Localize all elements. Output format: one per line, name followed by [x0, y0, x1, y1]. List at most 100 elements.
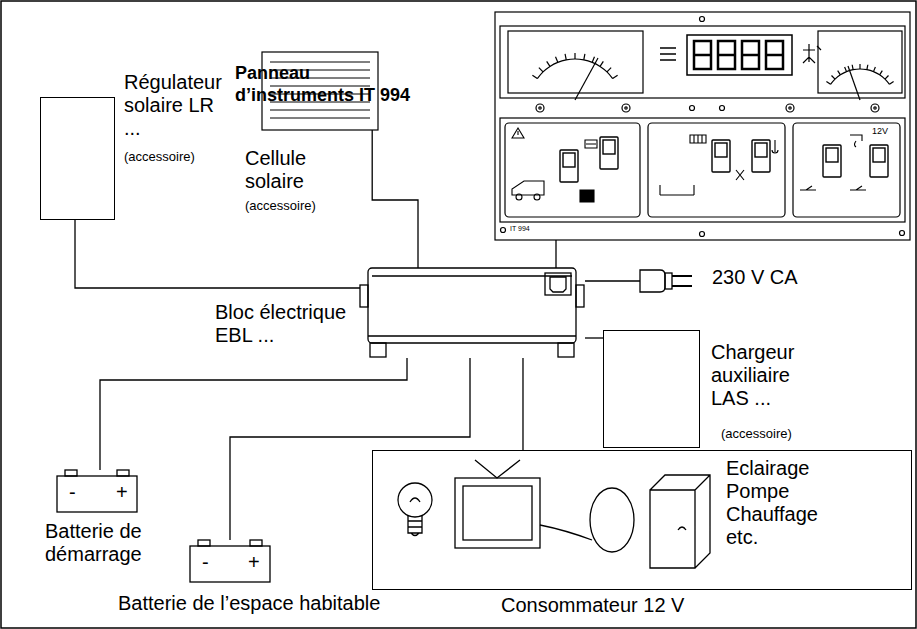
plug-drawing	[665, 273, 672, 289]
display-digits	[742, 41, 759, 69]
rocker-switch	[873, 148, 885, 162]
display-digits	[742, 54, 759, 57]
rocker-switch	[823, 145, 841, 177]
wire	[585, 337, 603, 338]
switch-icons	[534, 194, 540, 200]
display-digits	[766, 41, 783, 69]
volt-meter	[508, 31, 643, 93]
node-label: Batterie de démarrage	[45, 520, 160, 566]
node-note: (accessoire)	[721, 426, 792, 442]
consumer-box: Eclairage Pompe Chauffage etc.Consommate…	[372, 450, 912, 590]
meter-scale	[565, 54, 566, 60]
node-label: 230 V CA	[712, 266, 798, 289]
meter-scale	[537, 59, 612, 79]
mains-plug: 230 V CA	[640, 268, 695, 294]
display-digits	[694, 54, 711, 57]
switch-group	[648, 123, 785, 217]
instrument-panel-drawing	[789, 107, 791, 109]
wire	[585, 280, 640, 281]
instrument-panel-drawing	[700, 17, 705, 22]
meter-scale	[838, 71, 841, 75]
node-label: Bloc électrique EBL ...	[215, 301, 353, 347]
meter-scale	[889, 81, 893, 84]
power-unit-drawing	[368, 268, 576, 343]
instrument-panel-drawing	[871, 104, 879, 112]
switch-icons	[512, 181, 544, 195]
wire	[100, 358, 407, 470]
display-digits	[694, 41, 711, 69]
power-unit-drawing	[576, 285, 584, 307]
ampere-meter	[818, 31, 902, 93]
meter-scale	[600, 61, 603, 66]
wire	[555, 240, 556, 268]
instrument-panel-drawing	[536, 104, 544, 112]
node-label: Régulateur solaire LR ...	[124, 71, 228, 140]
instrument-panel-drawing	[786, 104, 794, 112]
rocker-switch	[560, 137, 888, 182]
instrument-panel-drawing	[539, 107, 541, 109]
display-digits	[718, 41, 735, 69]
meter-scale	[539, 68, 543, 72]
instrument-panel-drawing	[500, 118, 905, 222]
starter-battery-drawing	[57, 476, 137, 512]
meter-scale	[831, 69, 890, 84]
menu-symbol	[660, 48, 676, 60]
cable-loop-icon	[590, 488, 634, 552]
consumer-icons	[463, 486, 532, 540]
starter-battery-drawing	[117, 470, 129, 476]
meter-needle	[575, 58, 598, 100]
power-unit-drawing	[558, 343, 574, 357]
meter-scale	[547, 61, 550, 66]
aux-charger-box: Chargeur auxiliaire LAS ...(accessoire)	[603, 330, 700, 448]
meter-scale	[845, 67, 847, 72]
rocker-switch	[715, 143, 727, 157]
meter-scale	[613, 75, 618, 78]
battery-pole-sign: -	[69, 481, 76, 504]
meter-scale	[852, 65, 854, 70]
meter-scale	[532, 53, 893, 84]
switch-icons	[850, 135, 862, 147]
switch-icons	[660, 185, 694, 195]
switch-icons	[736, 140, 778, 180]
rocker-switch	[563, 153, 575, 167]
tv-icon	[455, 478, 540, 548]
meter-scale	[592, 57, 594, 63]
living-battery-drawing	[190, 546, 270, 582]
heater-icon	[650, 475, 710, 568]
power-unit-drawing	[550, 277, 566, 292]
power-unit-drawing	[370, 343, 386, 357]
starter-battery-drawing	[57, 470, 137, 512]
rocker-switch	[560, 150, 578, 182]
node-note: (accessoire)	[245, 198, 316, 214]
consumer-icons	[398, 460, 710, 568]
instrument-panel-drawing	[690, 106, 695, 111]
switch-icons	[585, 140, 597, 148]
panel-marking: IT 994	[510, 225, 530, 233]
instrument-panel-drawing	[720, 106, 725, 111]
rocker-switch	[870, 145, 888, 177]
wire	[522, 358, 523, 450]
bulb-icon	[398, 483, 432, 517]
wire	[372, 130, 418, 268]
digital-display	[687, 35, 792, 75]
power-unit: Bloc électrique EBL ...	[360, 268, 585, 358]
meter-scale	[584, 54, 585, 60]
switch-group	[793, 123, 900, 217]
display-digits	[694, 41, 783, 69]
living-battery-drawing	[190, 540, 270, 582]
meter-scale	[556, 57, 558, 63]
battery-pole-sign: +	[116, 481, 128, 504]
starter-battery-drawing	[65, 470, 77, 476]
consumer-icons	[540, 525, 592, 540]
instrument-panel-drawing	[495, 12, 910, 240]
instrument-panel: Panneau d’instruments IT 994	[495, 12, 910, 240]
switch-icons	[580, 190, 594, 202]
plug-drawing	[640, 270, 665, 292]
rocker-switch	[752, 140, 770, 172]
switch-group	[505, 123, 640, 217]
switch-icons	[512, 128, 524, 138]
meter-scale	[607, 68, 611, 72]
node-label: Cellule solaire	[245, 147, 325, 193]
instrument-panel-drawing	[622, 104, 630, 112]
